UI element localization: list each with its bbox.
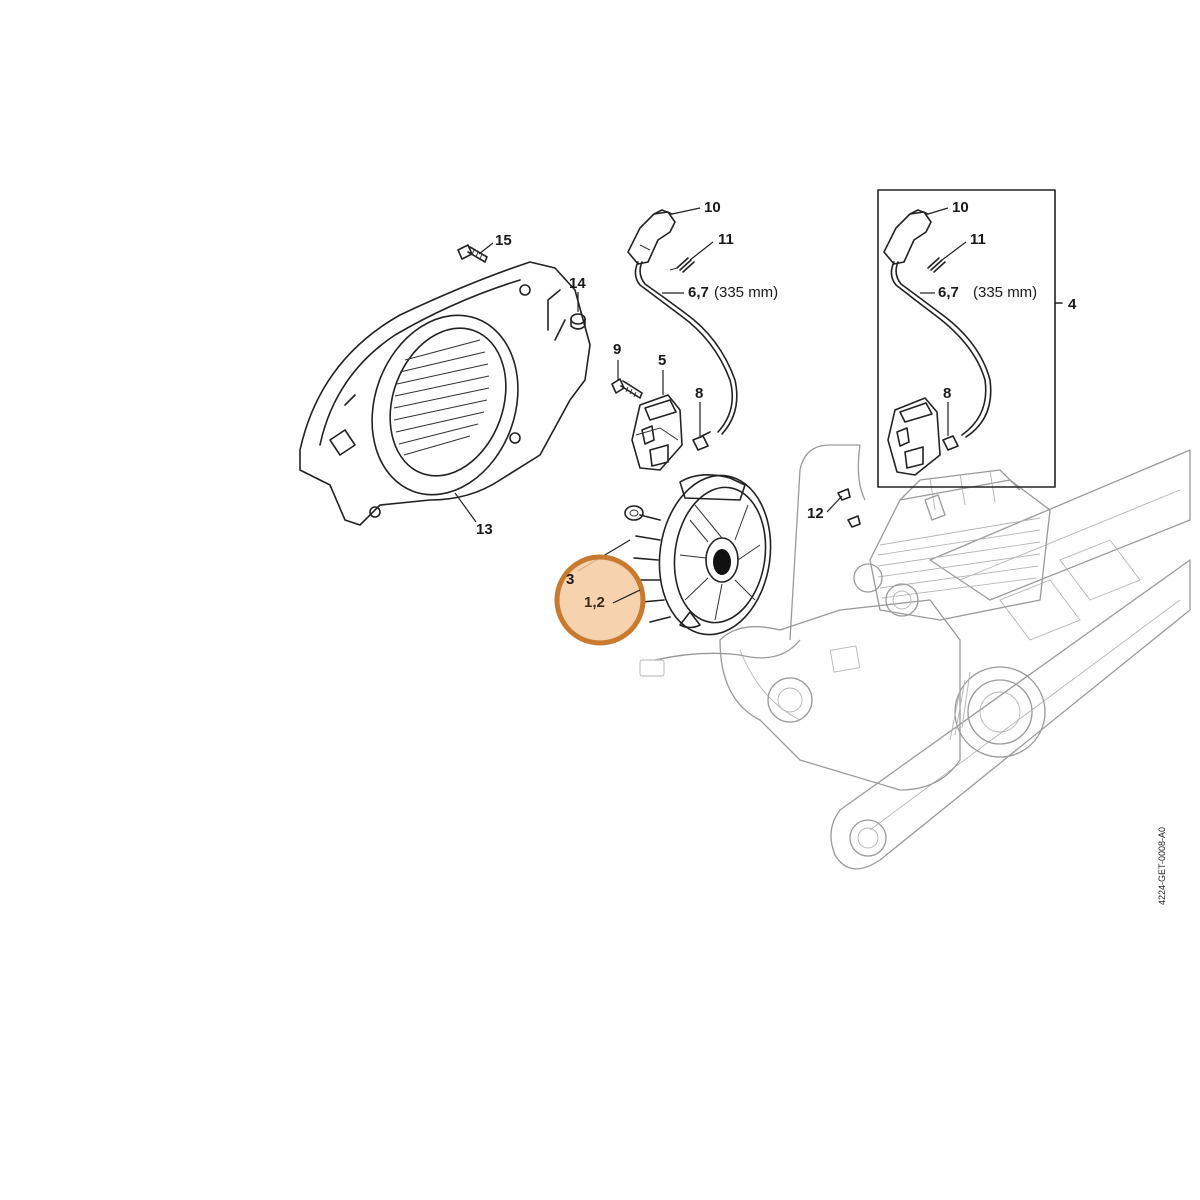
wire-part-12 <box>837 488 861 528</box>
inset-callout-8: 8 <box>943 385 951 402</box>
callout-10: 10 <box>704 199 721 216</box>
callout-1-2: 1,2 <box>584 594 605 611</box>
grommet-part-8 <box>692 431 711 451</box>
ignition-lead-part-6-7 <box>634 261 738 435</box>
inset-callout-6-7-length: (335 mm) <box>973 284 1037 301</box>
callout-15: 15 <box>495 232 512 249</box>
spark-plug-boot-part-10 <box>627 209 676 265</box>
callout-3: 3 <box>566 571 574 588</box>
callout-4: 4 <box>1068 296 1077 313</box>
nut-part-3 <box>624 505 644 521</box>
fan-housing-part-13 <box>299 261 591 526</box>
screw-part-15 <box>457 244 488 263</box>
callout-14: 14 <box>569 275 586 292</box>
spring-part-11 <box>669 257 695 273</box>
inset-box-part-4 <box>877 189 1063 488</box>
callout-6-7: 6,7 <box>688 284 709 301</box>
inset-callout-10: 10 <box>952 199 969 216</box>
callout-13: 13 <box>476 521 493 538</box>
callout-5: 5 <box>658 352 666 369</box>
callout-8: 8 <box>695 385 703 402</box>
callout-6-7-length: (335 mm) <box>714 284 778 301</box>
engine-housing-illustration <box>639 444 1191 870</box>
callout-9: 9 <box>613 341 621 358</box>
flywheel-part-1-2 <box>633 474 772 636</box>
nut-part-14 <box>570 313 586 330</box>
highlight-circle <box>554 554 646 646</box>
screw-part-9 <box>611 378 643 399</box>
callout-11: 11 <box>718 231 734 248</box>
reference-code: 4224-GET-0008-A0 <box>1157 827 1167 905</box>
inset-callout-6-7: 6,7 <box>938 284 959 301</box>
ignition-module-part-5 <box>631 394 683 471</box>
callout-12: 12 <box>807 505 824 522</box>
inset-callout-11: 11 <box>970 231 986 248</box>
